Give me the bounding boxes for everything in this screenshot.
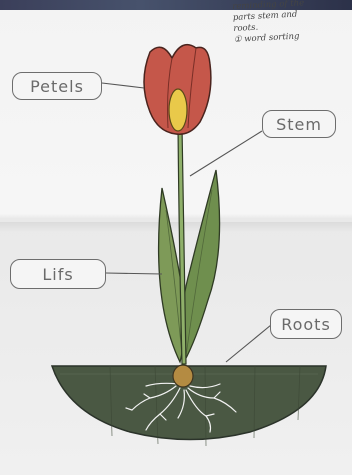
petals-leader	[102, 83, 144, 88]
bulb	[173, 365, 193, 387]
label-stem: Stem	[262, 110, 336, 138]
leaf-right	[181, 170, 219, 362]
leaf-leader	[106, 273, 162, 274]
label-petals: Petels	[12, 72, 102, 100]
label-leaf: Lifs	[10, 259, 106, 289]
label-roots: Roots	[270, 309, 342, 339]
label-stem-text: Stem	[276, 115, 322, 134]
roots-leader	[226, 325, 271, 362]
label-leaf-text: Lifs	[42, 265, 73, 284]
label-petals-text: Petels	[30, 77, 84, 96]
stem-leader	[190, 131, 262, 176]
flower-centre	[169, 89, 187, 131]
tulip-flower	[144, 45, 211, 135]
label-roots-text: Roots	[281, 315, 331, 334]
